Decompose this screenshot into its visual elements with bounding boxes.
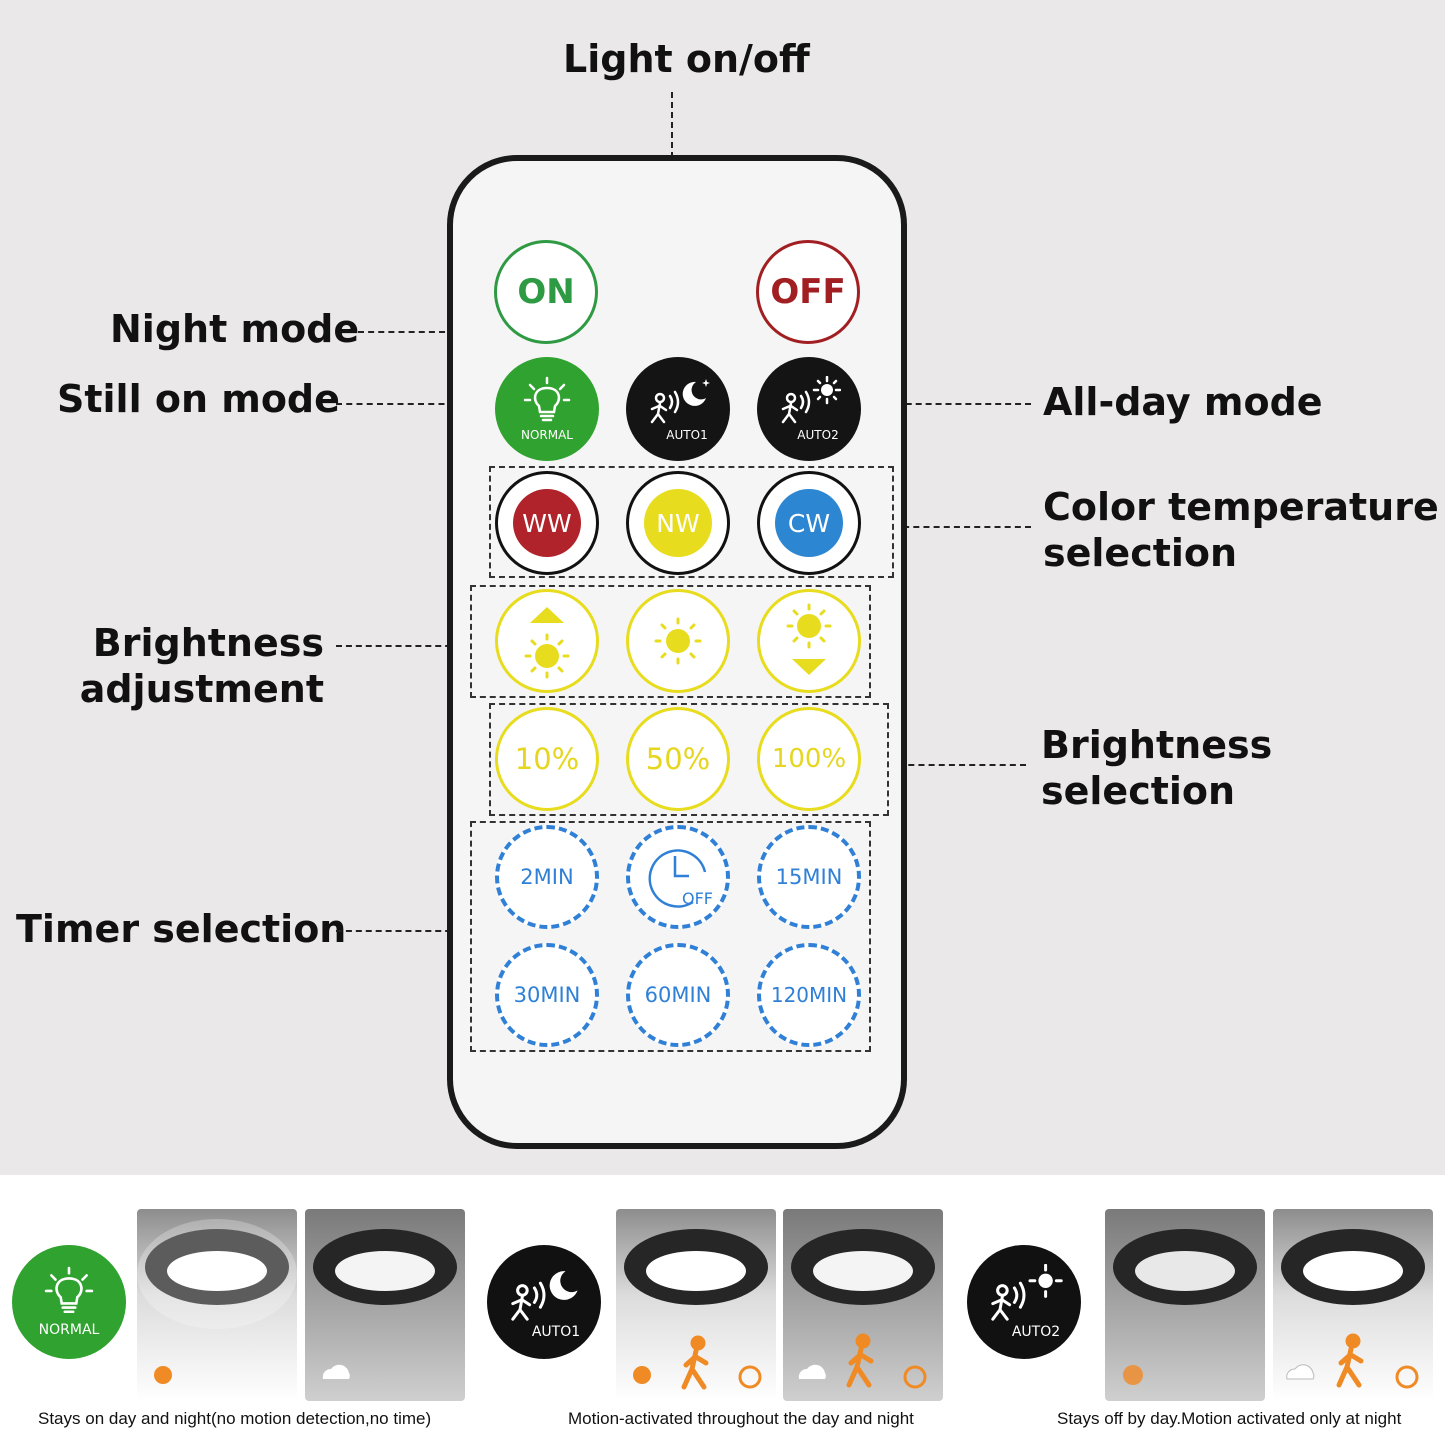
auto2-mode-icon-label: AUTO2 — [1011, 1324, 1061, 1340]
bulb-icon — [523, 376, 571, 422]
cloud-moon-icon — [798, 1364, 826, 1379]
motion-sun-icon — [781, 376, 841, 424]
leader-brightness-adjust — [336, 645, 471, 647]
leader-timer — [336, 930, 471, 932]
leader-all-day — [866, 403, 1031, 405]
timer-60min-label: 60MIN — [644, 983, 712, 1007]
mode2-day-photo — [616, 1209, 776, 1401]
auto1-mode-button[interactable]: AUTO1 — [626, 357, 730, 461]
label-all-day-mode: All-day mode — [1043, 380, 1323, 424]
timer-off-label: OFF — [682, 889, 713, 908]
brightness-down-icon — [786, 603, 832, 675]
mode3-caption: Stays off by day.Motion activated only a… — [1057, 1409, 1402, 1428]
sun-icon — [654, 617, 702, 665]
mode3-night-photo — [1273, 1209, 1433, 1401]
on-button-label: ON — [517, 272, 575, 312]
timer-30min-label: 30MIN — [513, 983, 581, 1007]
auto1-mode-label: AUTO1 — [666, 428, 708, 442]
auto2-mode-button[interactable]: AUTO2 — [757, 357, 861, 461]
ww-label: WW — [513, 489, 581, 557]
group-brightness-select — [489, 703, 889, 816]
cw-button[interactable]: CW — [757, 471, 861, 575]
off-button-label: OFF — [770, 272, 846, 312]
mode1-night-photo — [305, 1209, 465, 1401]
timer-30min-button[interactable]: 30MIN — [495, 943, 599, 1047]
brightness-down-button[interactable] — [757, 589, 861, 693]
auto1-mode-icon: AUTO1 — [487, 1245, 601, 1359]
alarm-clock-icon — [1395, 1365, 1419, 1389]
leader-color-temp — [893, 526, 1031, 528]
label-timer-selection: Timer selection — [16, 907, 347, 951]
auto2-mode-icon: AUTO2 — [967, 1245, 1081, 1359]
mode3-day-photo — [1105, 1209, 1265, 1401]
off-button[interactable]: OFF — [756, 240, 860, 344]
timer-15min-button[interactable]: 15MIN — [757, 825, 861, 929]
sun-icon — [633, 1366, 651, 1384]
label-night-mode: Night mode — [110, 307, 360, 351]
alarm-clock-icon — [738, 1365, 762, 1389]
walking-person-icon — [846, 1333, 874, 1388]
auto1-mode-icon-label: AUTO1 — [531, 1324, 581, 1340]
arrow-up-icon — [530, 607, 564, 623]
sun-icon — [154, 1366, 172, 1384]
group-brightness-adjust — [470, 585, 871, 698]
nw-label: NW — [644, 489, 712, 557]
label-still-on-mode: Still on mode — [57, 377, 340, 421]
normal-mode-button[interactable]: NORMAL — [495, 357, 599, 461]
bulb-icon — [44, 1266, 94, 1314]
timer-off-button[interactable]: OFF — [626, 825, 730, 929]
normal-mode-icon-label: NORMAL — [38, 1322, 100, 1338]
cw-label: CW — [775, 489, 843, 557]
leader-brightness-select — [888, 764, 1026, 766]
timer-60min-button[interactable]: 60MIN — [626, 943, 730, 1047]
brightness-up-icon — [524, 607, 570, 679]
group-color-temperature — [489, 466, 894, 578]
arrow-down-icon — [792, 659, 826, 675]
mode2-night-photo — [783, 1209, 943, 1401]
walking-person-icon — [1336, 1333, 1364, 1388]
cloud-moon-icon — [1286, 1364, 1315, 1380]
brightness-100-button[interactable]: 100% — [757, 707, 861, 811]
brightness-up-button[interactable] — [495, 589, 599, 693]
mode1-caption: Stays on day and night(no motion detecti… — [38, 1409, 432, 1428]
timer-120min-label: 120MIN — [770, 983, 848, 1007]
group-timer — [470, 821, 871, 1052]
brightness-50-label: 50% — [645, 742, 711, 776]
on-button[interactable]: ON — [494, 240, 598, 344]
timer-15min-label: 15MIN — [775, 865, 843, 889]
timer-2min-button[interactable]: 2MIN — [495, 825, 599, 929]
label-brightness-select-line2: selection — [1041, 769, 1236, 813]
alarm-clock-icon — [903, 1365, 927, 1389]
brightness-10-button[interactable]: 10% — [495, 707, 599, 811]
cloud-moon-icon — [322, 1364, 350, 1379]
walking-person-icon — [681, 1335, 709, 1390]
motion-moon-icon — [650, 379, 710, 424]
mode1-day-photo — [137, 1209, 297, 1401]
timer-2min-label: 2MIN — [520, 865, 574, 889]
label-color-temp-line2: selection — [1043, 531, 1238, 575]
clock-icon — [648, 849, 707, 908]
normal-mode-label: NORMAL — [520, 428, 573, 442]
timer-120min-button[interactable]: 120MIN — [757, 943, 861, 1047]
brightness-50-button[interactable]: 50% — [626, 707, 730, 811]
motion-moon-icon — [511, 1271, 578, 1321]
leader-still-on — [336, 403, 506, 405]
label-brightness-adjust-line1: Brightness — [92, 621, 324, 665]
brightness-100-label: 100% — [771, 744, 847, 774]
auto2-mode-label: AUTO2 — [797, 428, 839, 442]
brightness-10-label: 10% — [514, 742, 580, 776]
label-color-temp-line1: Color temperature — [1043, 485, 1439, 529]
ww-button[interactable]: WW — [495, 471, 599, 575]
normal-mode-icon: NORMAL — [12, 1245, 126, 1359]
motion-sun-icon — [991, 1264, 1063, 1321]
label-brightness-select-line1: Brightness — [1041, 723, 1273, 767]
brightness-mid-button[interactable] — [626, 589, 730, 693]
label-brightness-adjust-line2: adjustment — [79, 667, 324, 711]
nw-button[interactable]: NW — [626, 471, 730, 575]
mode2-caption: Motion-activated throughout the day and … — [568, 1409, 914, 1428]
leader-onoff-vertical — [671, 92, 673, 198]
sun-icon — [1123, 1365, 1143, 1385]
label-light-onoff: Light on/off — [563, 37, 810, 81]
